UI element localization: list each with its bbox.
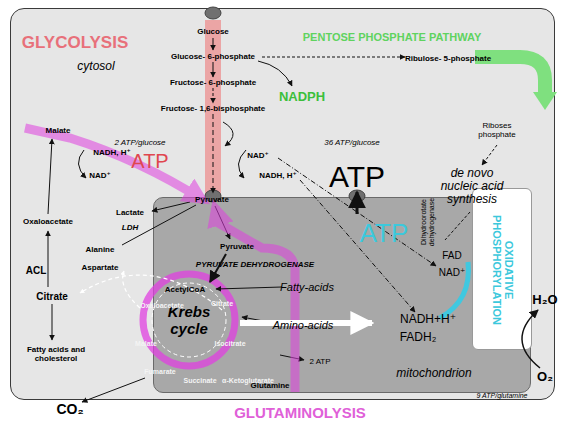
reaction-arrow — [522, 310, 540, 368]
export-arrow — [123, 271, 140, 308]
glycolysis-band — [205, 20, 221, 196]
reaction-arrows — [48, 38, 540, 402]
shuttle-arrow — [300, 180, 415, 312]
reaction-arrow — [82, 378, 145, 402]
dashed-link — [445, 212, 470, 240]
cycle-inner-ring — [152, 283, 226, 357]
reaction-arrow — [482, 145, 497, 165]
reaction-arrow — [262, 57, 405, 58]
cycle-ring — [143, 274, 235, 366]
reaction-arrow — [242, 317, 274, 323]
text-label: CO₂ — [56, 402, 83, 417]
export-arrow — [80, 275, 222, 310]
glutaminolysis-bands — [25, 128, 295, 392]
glutaminolysis-band — [215, 207, 295, 392]
node-title: mitochondrion — [396, 367, 471, 380]
node-title: cytosol — [77, 60, 114, 73]
reaction-arrow — [213, 38, 214, 50]
reaction-arrow — [258, 61, 292, 86]
shuttle-arrow — [278, 158, 436, 266]
reaction-arrow — [280, 355, 304, 360]
node-title: OXIDATIVE PHOSPHORYLATION — [491, 195, 515, 345]
electron-flow-arc — [440, 262, 468, 318]
transporter-oval — [349, 190, 365, 202]
node-title: Krebs cycle — [159, 304, 219, 337]
process-box: OXIDATIVE PHOSPHORYLATION — [472, 188, 532, 350]
transporter-oval — [205, 7, 221, 19]
pentose-band — [475, 57, 545, 92]
reaction-line — [122, 205, 196, 245]
cell-box: cytosol mitochondrion Krebs cycle OXIDATIVE… — [10, 8, 555, 400]
reaction-arrow — [215, 206, 230, 239]
mitochondrion-box: mitochondrion Krebs cycle OXIDATIVE PHOSPH… — [153, 197, 531, 393]
reaction-arrow — [48, 139, 52, 214]
nadh-flow-arrow — [240, 320, 372, 326]
cycle-circle: Krebs cycle — [139, 270, 239, 370]
reaction-arrow — [210, 254, 226, 282]
cofactor-curl — [238, 150, 246, 178]
pentose-arrowhead — [533, 92, 557, 110]
reaction-arrow — [48, 231, 49, 287]
reaction-arrow — [213, 88, 214, 103]
reaction-arrow — [213, 62, 214, 77]
reaction-arrow — [152, 202, 190, 211]
reaction-arrow — [213, 114, 214, 193]
glutaminolysis-band — [25, 128, 203, 200]
atp-export-arrow — [356, 192, 359, 214]
text-label: GLUTAMINOLYSIS — [234, 405, 366, 422]
cofactor-curl — [78, 150, 86, 178]
atp-curl — [223, 122, 233, 146]
reaction-arrow — [216, 287, 282, 289]
reaction-arrow — [52, 304, 53, 340]
transporter-oval — [205, 190, 221, 202]
